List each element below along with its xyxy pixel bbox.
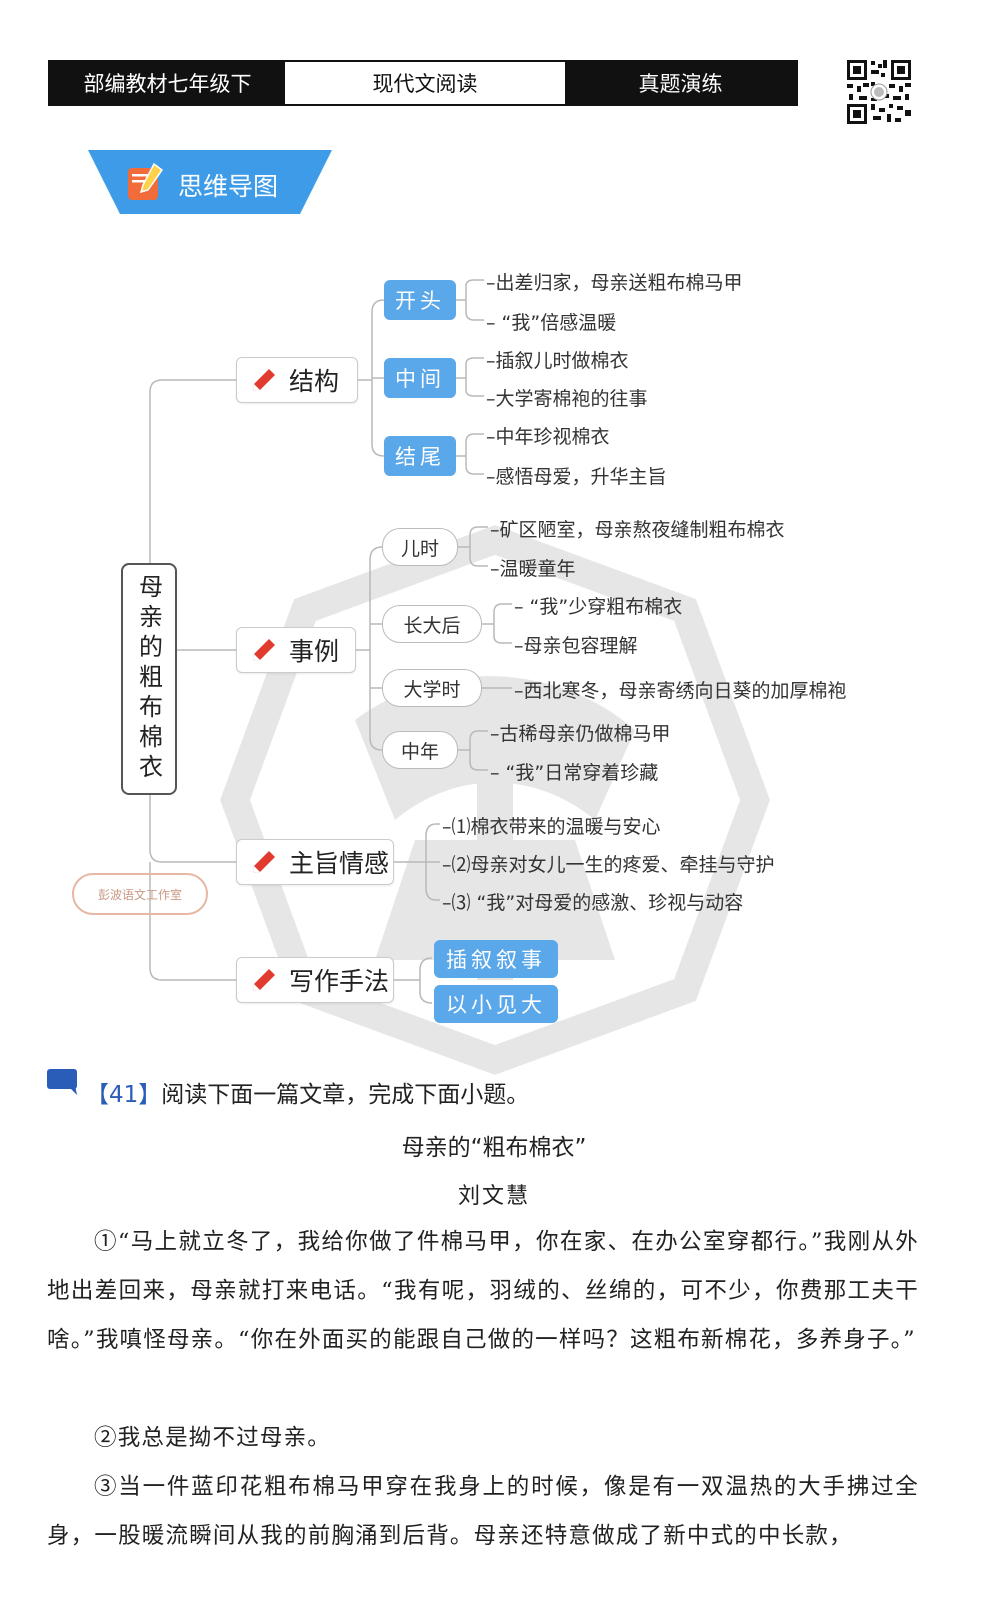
- pen-icon: [253, 369, 275, 391]
- branch-structure: 结构: [236, 357, 358, 403]
- header-grade: 部编教材七年级下: [50, 62, 285, 104]
- tag-grown-up: 长大后: [382, 605, 482, 643]
- banner-title: 思维导图: [178, 172, 279, 201]
- tag-college: 大学时: [382, 669, 482, 707]
- article-title: 母亲的“粗布棉衣”: [401, 1135, 587, 1161]
- mindmap-connectors: [149, 279, 512, 1004]
- pen-icon: [253, 851, 275, 873]
- branch-technique: 写作手法: [236, 957, 394, 1003]
- leaf-text: –矿区陋室，母亲熬夜缝制粗布棉衣: [490, 519, 785, 541]
- leaf-text: –出差归家，母亲送粗布棉马甲: [486, 272, 743, 294]
- mindmap-banner: [88, 150, 332, 214]
- header-bar: 部编教材七年级下 现代文阅读 真题演练: [48, 60, 798, 106]
- leaf-text: –⑴棉衣带来的温暖与安心: [442, 816, 661, 838]
- header-section: 真题演练: [565, 62, 796, 104]
- pen-icon: [253, 969, 275, 991]
- article-paragraph-1: ①“马上就立冬了，我给你做了件棉马甲，你在家、在办公室穿都行。”我刚从外地出差回…: [47, 1229, 919, 1353]
- question-instruction: 阅读下面一篇文章，完成下面小题。: [161, 1082, 530, 1108]
- tag-opening: 开头: [384, 280, 456, 320]
- branch-technique-label: 写作手法: [289, 967, 390, 996]
- leaf-text: – “我”少穿粗布棉衣: [514, 596, 683, 618]
- branch-theme: 主旨情感: [236, 839, 394, 885]
- leaf-text: –⑶ “我”对母爱的感激、珍视与动容: [442, 892, 744, 914]
- branch-structure-label: 结构: [289, 367, 340, 396]
- question-line: 【41】阅读下面一篇文章，完成下面小题。: [86, 1075, 529, 1109]
- branch-examples: 事例: [236, 627, 356, 673]
- question-bracket-close: 】: [138, 1082, 162, 1108]
- tag-middle-age: 中年: [382, 731, 458, 769]
- tag-childhood: 儿时: [382, 528, 458, 566]
- article-paragraph-3: ③当一件蓝印花粗布棉马甲穿在我身上的时候，像是有一双温热的大手拂过全身，一股暖流…: [47, 1474, 919, 1549]
- leaf-text: –感悟母爱，升华主旨: [486, 466, 667, 488]
- question-number: 41: [109, 1082, 139, 1108]
- leaf-text: –母亲包容理解: [514, 635, 638, 657]
- leaf-text: –西北寒冬，母亲寄绣向日葵的加厚棉袍: [514, 680, 847, 702]
- mindmap-root: 母亲的粗布棉衣: [121, 563, 177, 795]
- leaf-text: – “我”倍感温暖: [486, 312, 617, 334]
- leaf-text: –温暖童年: [490, 558, 576, 580]
- studio-stamp: 彭波语文工作室: [72, 873, 208, 915]
- tag-ending: 结尾: [384, 436, 456, 476]
- tag-small-to-big: 以小见大: [434, 985, 558, 1023]
- header-subject: 现代文阅读: [285, 62, 565, 104]
- question-bracket-open: 【: [86, 1082, 109, 1108]
- leaf-text: –⑵母亲对女儿一生的疼爱、牵挂与守护: [442, 854, 775, 876]
- branch-examples-label: 事例: [289, 637, 340, 666]
- qr-code-icon[interactable]: [845, 58, 913, 126]
- leaf-text: –古稀母亲仍做棉马甲: [490, 723, 671, 745]
- speech-bubble-icon: [47, 1069, 77, 1095]
- watermark-seal: [220, 525, 770, 1075]
- branch-theme-label: 主旨情感: [289, 849, 390, 878]
- leaf-text: – “我”日常穿着珍藏: [490, 762, 659, 784]
- tag-flashback: 插叙叙事: [434, 940, 558, 978]
- leaf-text: –中年珍视棉衣: [486, 426, 610, 448]
- pen-icon: [253, 639, 275, 661]
- article-paragraph-2: ②我总是拗不过母亲。: [94, 1425, 332, 1451]
- leaf-text: –大学寄棉袍的往事: [486, 388, 648, 410]
- article-author: 刘文慧: [457, 1184, 530, 1209]
- tag-middle: 中间: [384, 358, 456, 398]
- leaf-text: –插叙儿时做棉衣: [486, 350, 629, 372]
- root-title: 母亲的粗布棉衣: [134, 574, 163, 784]
